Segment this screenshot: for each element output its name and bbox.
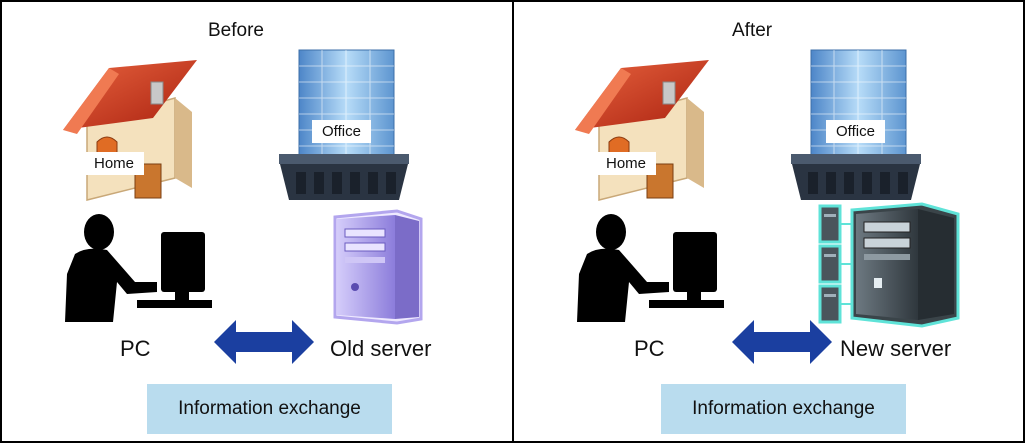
home-label: Home <box>84 152 145 175</box>
panel-title: After <box>732 20 773 41</box>
panel-title: Before <box>208 20 264 41</box>
after-panel: After Home <box>514 2 1022 441</box>
pc-label: PC <box>120 336 151 361</box>
pc-label: PC <box>634 336 665 361</box>
house-icon <box>575 60 709 201</box>
house-icon <box>63 60 197 201</box>
double-arrow-icon <box>214 320 314 364</box>
information-exchange-box: Information exchange <box>661 384 906 434</box>
home-label: Home <box>596 152 657 175</box>
office-label: Office <box>312 120 371 143</box>
server-label: New server <box>840 336 952 361</box>
office-building-icon <box>791 49 921 200</box>
office-label: Office <box>826 120 885 143</box>
before-panel: Before Home <box>2 2 510 441</box>
person-at-computer-icon <box>577 214 724 322</box>
information-exchange-box: Information exchange <box>147 384 392 434</box>
server-icon <box>333 209 423 325</box>
panel-divider <box>512 2 514 441</box>
office-building-icon <box>279 49 409 200</box>
server-icon <box>818 202 960 328</box>
server-label: Old server <box>330 336 432 361</box>
double-arrow-icon <box>732 320 832 364</box>
person-at-computer-icon <box>65 214 212 322</box>
